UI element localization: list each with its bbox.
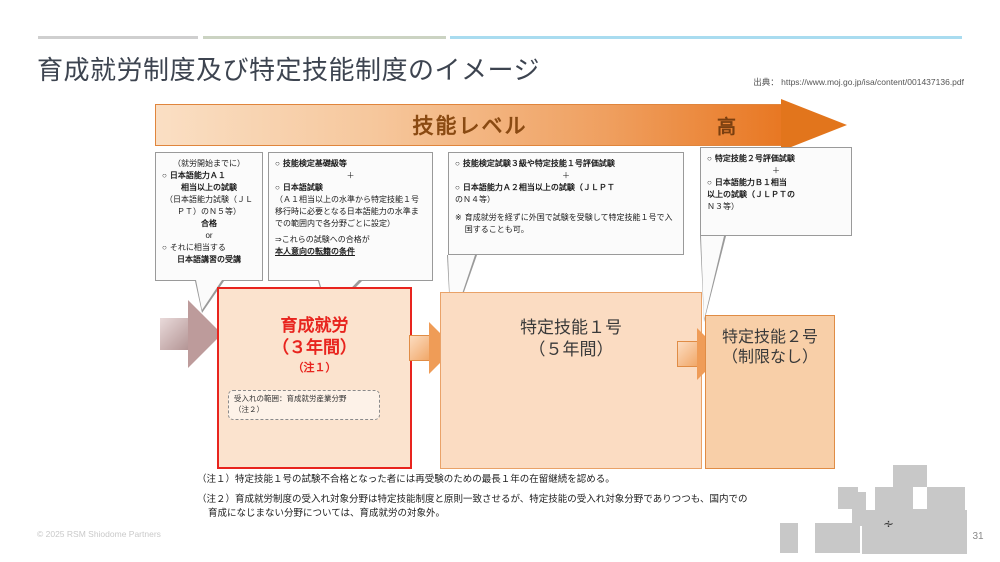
callout4-plus: ＋ [772, 166, 780, 175]
callout1-item1-pass: 合格 [201, 219, 217, 228]
header-rule-sage [203, 36, 446, 39]
callout4-item2-bold2: 以上の試験（ＪＬＰＴの [707, 190, 795, 199]
entry-arrow-icon [160, 300, 222, 368]
block-tk1-title: 特定技能１号 （５年間） [441, 317, 701, 361]
callout1-item1-bold: 日本語能力Ａ１ [169, 171, 226, 180]
callout1-item1-detail: （日本語能力試験（ＪＬＰＴ）のＮ５等） [165, 195, 253, 216]
banner-high-label: 高 [717, 116, 737, 138]
banner-arrowhead-icon [781, 99, 847, 151]
callout3-note: ※ 育成就労を経ずに外国で試験を受験して特定技能１号で入国することも可。 [455, 212, 677, 236]
callout3-item1-bold: 技能検定試験３級や特定技能１号評価試験 [462, 159, 615, 168]
callout-tokutei2-requirements: ○ 特定技能２号評価試験 ＋ ○ 日本語能力Ｂ１相当 以上の試験（ＪＬＰＴの Ｎ… [700, 147, 852, 236]
callout-requirements-entry: （就労開始までに） ○ 日本語能力Ａ１ 相当以上の試験 （日本語能力試験（ＪＬＰ… [155, 152, 263, 281]
callout4-item2-detail: Ｎ３等） [707, 202, 739, 211]
block-ikusei-shuro: 育成就労 （３年間） （注１） 受入れの範囲：育成就労産業分野 （注２） [217, 287, 412, 469]
bullet-circle-icon: ○ [275, 159, 280, 168]
callout2-item2: ○ 日本語試験 [275, 182, 426, 194]
callout1-item2: ○ それに相当する [162, 242, 256, 254]
callout-transfer-conditions: ○ 技能検定基礎級等 ＋ ○ 日本語試験 （Ａ１相当以上の水準から特定技能１号移… [268, 152, 433, 281]
bullet-circle-icon: ○ [275, 183, 280, 192]
callout2-item2-bold: 日本語試験 [282, 183, 323, 192]
bullet-circle-icon: ○ [707, 178, 712, 187]
footer-copyright: © 2025 RSM Shiodome Partners [37, 529, 161, 539]
deco-square [780, 523, 798, 553]
callout4-item2-bold: 日本語能力Ｂ１相当 [714, 178, 787, 187]
block-tk2-title: 特定技能２号 （制限なし） [706, 328, 834, 369]
bullet-circle-icon: ○ [455, 159, 460, 168]
callout4-item2: ○ 日本語能力Ｂ１相当 [707, 177, 845, 189]
callout3-note-text: 育成就労を経ずに外国で試験を受験して特定技能１号で入国することも可。 [464, 213, 673, 234]
block-tokutei-ginou-1: 特定技能１号 （５年間） [440, 292, 702, 469]
callout1-connector: or [205, 231, 213, 240]
footnote-1: （注１）特定技能１号の試験不合格となった者には再受験のための最長１年の在留継続を… [197, 474, 615, 485]
header-rule-gray [38, 36, 198, 39]
callout1-item1-bold2: 相当以上の試験 [181, 183, 237, 192]
callout3-plus: ＋ [562, 171, 570, 180]
entry-arrow-head [188, 300, 222, 368]
block-ikusei-title: 育成就労 （３年間） （注１） [219, 315, 410, 375]
block-tk1-line1: 特定技能１号 [520, 318, 622, 337]
page-number: 31 [970, 524, 986, 548]
footnotes: （注１）特定技能１号の試験不合格となった者には再受験のための最長１年の在留継続を… [197, 473, 857, 527]
deco-square [815, 523, 860, 553]
footnote-2-line2: 育成になじまない分野については、育成就労の対象外。 [208, 508, 446, 520]
bullet-circle-icon: ○ [162, 171, 167, 180]
callout1-item1: ○ 日本語能力Ａ１ [162, 170, 256, 182]
footnote-2-line1: （注２）育成就労制度の受入れ対象分野は特定技能制度と原則一致させるが、特定技能の… [197, 493, 748, 505]
bullet-circle-icon: ○ [455, 183, 460, 192]
callout4-item1-bold: 特定技能２号評価試験 [714, 154, 795, 163]
callout3-item2-detail: のＮ４等） [455, 195, 495, 204]
ikusei-scope-box: 受入れの範囲：育成就労産業分野 （注２） [228, 390, 380, 420]
header-rule-blue [450, 36, 962, 39]
callout4-tail-fill [701, 236, 724, 320]
callout1-item2-lead: それに相当する [169, 243, 226, 252]
callout2-plus: ＋ [346, 171, 355, 180]
callout3-item2: ○ 日本語能力Ａ２相当以上の試験（ＪＬＰＴ [455, 182, 677, 194]
source-citation: 出典： https://www.moj.go.jp/isa/content/00… [753, 77, 964, 87]
block-ikusei-line2: （３年間） [272, 337, 357, 357]
block-tk1-line2: （５年間） [528, 339, 614, 359]
callout2-conclusion-lead: ⇒これらの試験への合格が [275, 235, 370, 244]
callout1-item2-bold: 日本語講習の受講 [177, 255, 241, 264]
skill-level-banner: 技能レベル 高 [155, 99, 847, 151]
callout2-item1: ○ 技能検定基礎級等 [275, 158, 426, 170]
callout-tokutei1-requirements: ○ 技能検定試験３級や特定技能１号評価試験 ＋ ○ 日本語能力Ａ２相当以上の試験… [448, 152, 684, 255]
bullet-circle-icon: ○ [707, 154, 712, 163]
callout2-conclusion-bold: 本人意向の転籍の条件 [275, 247, 355, 256]
page-title: 育成就労制度及び特定技能制度のイメージ [37, 55, 540, 85]
callout2-item2-detail: （Ａ１相当以上の水準から特定技能１号移行時に必要となる日本語能力の水準までの範囲… [275, 195, 419, 228]
ikusei-scope-line2: （注２） [234, 404, 264, 414]
block-tk2-line1: 特定技能２号 [721, 329, 818, 346]
callout3-item1: ○ 技能検定試験３級や特定技能１号評価試験 [455, 158, 677, 170]
footnote-2: （注２）育成就労制度の受入れ対象分野は特定技能制度と原則一致させるが、特定技能の… [197, 493, 857, 522]
banner-label: 技能レベル [412, 115, 528, 138]
block-ikusei-note-ref: （注１） [292, 361, 337, 374]
note-mark-icon: ※ [455, 213, 462, 222]
callout3-item2-bold: 日本語能力Ａ２相当以上の試験（ＪＬＰＴ [462, 183, 615, 192]
callout2-item1-bold: 技能検定基礎級等 [282, 159, 347, 168]
entry-arrow-shaft [160, 318, 192, 350]
deco-square-light [913, 487, 927, 509]
deco-curl-icon: ∻ [883, 516, 894, 531]
deco-square [862, 510, 967, 554]
block-ikusei-line1: 育成就労 [280, 316, 349, 335]
callout1-prefix: （就労開始までに） [173, 159, 245, 168]
ikusei-scope-line1: 受入れの範囲：育成就労産業分野 [234, 394, 347, 403]
bullet-circle-icon: ○ [162, 243, 167, 252]
block-tk2-line2: （制限なし） [721, 349, 818, 367]
block-tokutei-ginou-2: 特定技能２号 （制限なし） [705, 315, 835, 469]
banner-body [155, 104, 785, 146]
callout4-item1: ○ 特定技能２号評価試験 [707, 153, 845, 165]
